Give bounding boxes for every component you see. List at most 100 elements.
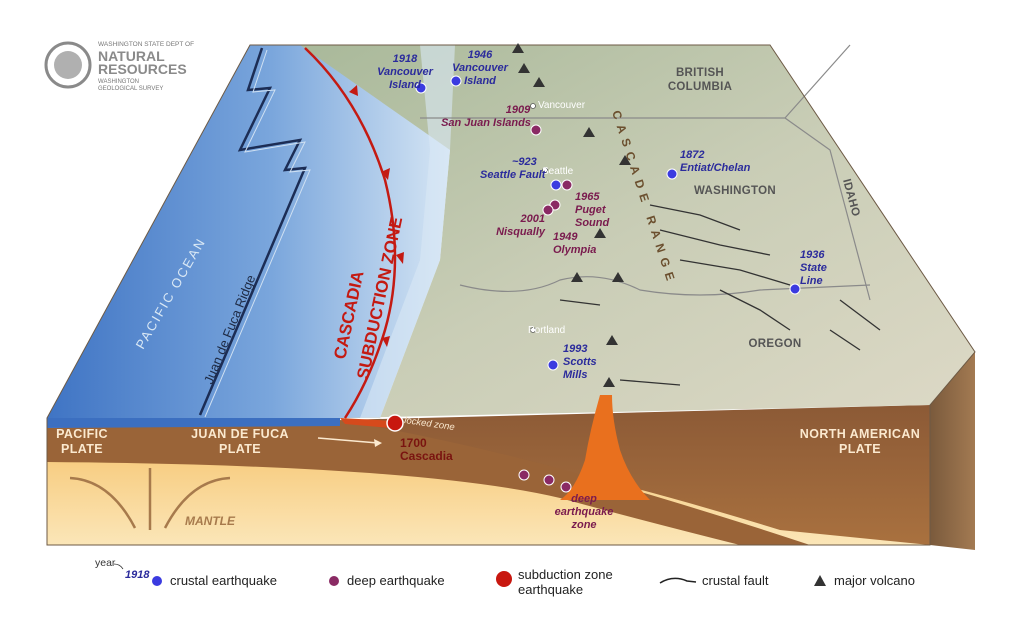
volcano-icon [606, 335, 618, 345]
pacific-plate-label-1: PACIFIC [56, 427, 108, 441]
legend-volcano-label: major volcano [834, 573, 915, 588]
quake-place2: Island [464, 75, 496, 87]
jdf-plate-label-1: JUAN DE FUCA [191, 427, 289, 441]
juan-de-fuca-slab [47, 420, 810, 545]
logo-line1: WASHINGTON STATE DEPT OF [98, 41, 194, 48]
quake-place: Entiat/Chelan [680, 162, 751, 174]
quake-place: State [800, 262, 827, 274]
quake-year: 1936 [800, 249, 825, 261]
quake-year: 1993 [563, 343, 587, 355]
legend-crustal-label: crustal earthquake [170, 573, 277, 588]
volcano-icon [612, 272, 624, 282]
legend-volcano-icon [814, 575, 826, 586]
pacific-plate-label-2: PLATE [61, 442, 103, 456]
quake-place: Puget [575, 204, 607, 216]
city-seattle: Seattle [542, 166, 574, 177]
coastal-shelf [300, 45, 455, 418]
dnr-seal-center [54, 51, 82, 79]
volcano-icon [603, 377, 615, 387]
quake-year: 1949 [553, 231, 578, 243]
cascadia-1700-dot [386, 414, 404, 432]
volcano-icon [583, 127, 595, 137]
volcano-icon [512, 43, 524, 53]
british-columbia-label-1: BRITISH [676, 67, 724, 79]
volcano-icon [619, 155, 631, 165]
quake-year: 1946 [468, 49, 493, 61]
legend-deep-dot [329, 576, 339, 586]
logo-line2: NATURAL [98, 48, 165, 64]
quake-place: Nisqually [496, 226, 546, 238]
quake-year: 2001 [520, 213, 545, 225]
deep-earthquake-dots [518, 124, 573, 493]
quake-place: Vancouver [377, 66, 434, 78]
dnr-seal-icon [44, 41, 92, 89]
quake-year: 1965 [575, 191, 600, 203]
volcano-icon [571, 272, 583, 282]
cascadia-year-label: 1700 [400, 436, 427, 450]
jdf-plate-label-2: PLATE [219, 442, 261, 456]
block-side-face [930, 352, 975, 550]
ridge-highlight [204, 49, 311, 418]
quake-place2: Line [800, 275, 823, 287]
legend-year-arrow [113, 563, 124, 570]
canada-border [420, 117, 871, 301]
quake-place: Vancouver [452, 62, 509, 74]
legend-year-note: year [95, 557, 116, 569]
legend-year-example: 1918 [125, 569, 150, 581]
na-plate-label-1: NORTH AMERICAN [800, 427, 920, 441]
cascadia-pointer-arrow [317, 437, 379, 444]
legend-deep-label: deep earthquake [347, 573, 445, 588]
mantle-label: MANTLE [185, 514, 236, 528]
legend-fault-label: crustal fault [702, 573, 769, 588]
legend-crustal-dot [152, 576, 162, 586]
deep-zone-label-2: earthquake [555, 506, 614, 518]
legend-subduction-label-1: subduction zone [518, 567, 613, 582]
locked-zone [340, 418, 395, 428]
mantle-arrows [69, 468, 231, 530]
quake-year: ~923 [512, 156, 537, 168]
quake-year: 1918 [393, 53, 418, 65]
washington-label: WASHINGTON [694, 185, 776, 197]
logo-line4: WASHINGTON [98, 79, 139, 85]
quake-place2: Mills [563, 369, 587, 381]
quake-place2: Sound [575, 217, 609, 229]
volcano-icon [518, 63, 530, 73]
british-columbia-label-2: COLUMBIA [668, 81, 732, 93]
quake-year: 1872 [680, 149, 704, 161]
pacific-ocean-surface [47, 45, 455, 418]
volcano-icon [594, 228, 606, 238]
arrow-head-icon [374, 439, 382, 447]
trench-teeth [349, 85, 404, 347]
logo-line5: GEOLOGICAL SURVEY [98, 86, 163, 92]
city-vancouver: Vancouver [538, 100, 586, 111]
na-plate-label-2: PLATE [839, 442, 881, 456]
dnr-logo: WASHINGTON STATE DEPT OF NATURAL RESOURC… [44, 41, 194, 92]
quake-place: Scotts [563, 356, 597, 368]
quake-place: San Juan Islands [441, 117, 531, 129]
crustal-faults [559, 204, 881, 386]
legend-subduction-label-2: earthquake [518, 582, 583, 597]
crustal-earthquake-dots [415, 75, 801, 371]
city-dots [530, 103, 548, 333]
deep-zone-label-3: zone [570, 519, 596, 531]
city-portland: Portland [528, 325, 565, 336]
quake-place2: Island [389, 79, 421, 91]
quake-place: Seattle Fault [480, 169, 547, 181]
volcano-icon [533, 77, 545, 87]
ocean-water-layer [47, 418, 340, 428]
volcano-markers [512, 43, 631, 387]
ridge-line [198, 47, 307, 416]
legend-fault-line [659, 577, 697, 584]
idaho-border [784, 44, 851, 119]
deep-zone-label-1: deep [571, 493, 597, 505]
block-outline [46, 44, 976, 546]
legend-subduction-dot [496, 571, 512, 587]
subduction-trench [304, 47, 397, 419]
land-surface [300, 45, 975, 418]
oregon-label: OREGON [749, 338, 802, 350]
logo-line3: RESOURCES [98, 61, 187, 77]
oregon-border [459, 276, 871, 296]
north-american-crust [340, 405, 930, 545]
